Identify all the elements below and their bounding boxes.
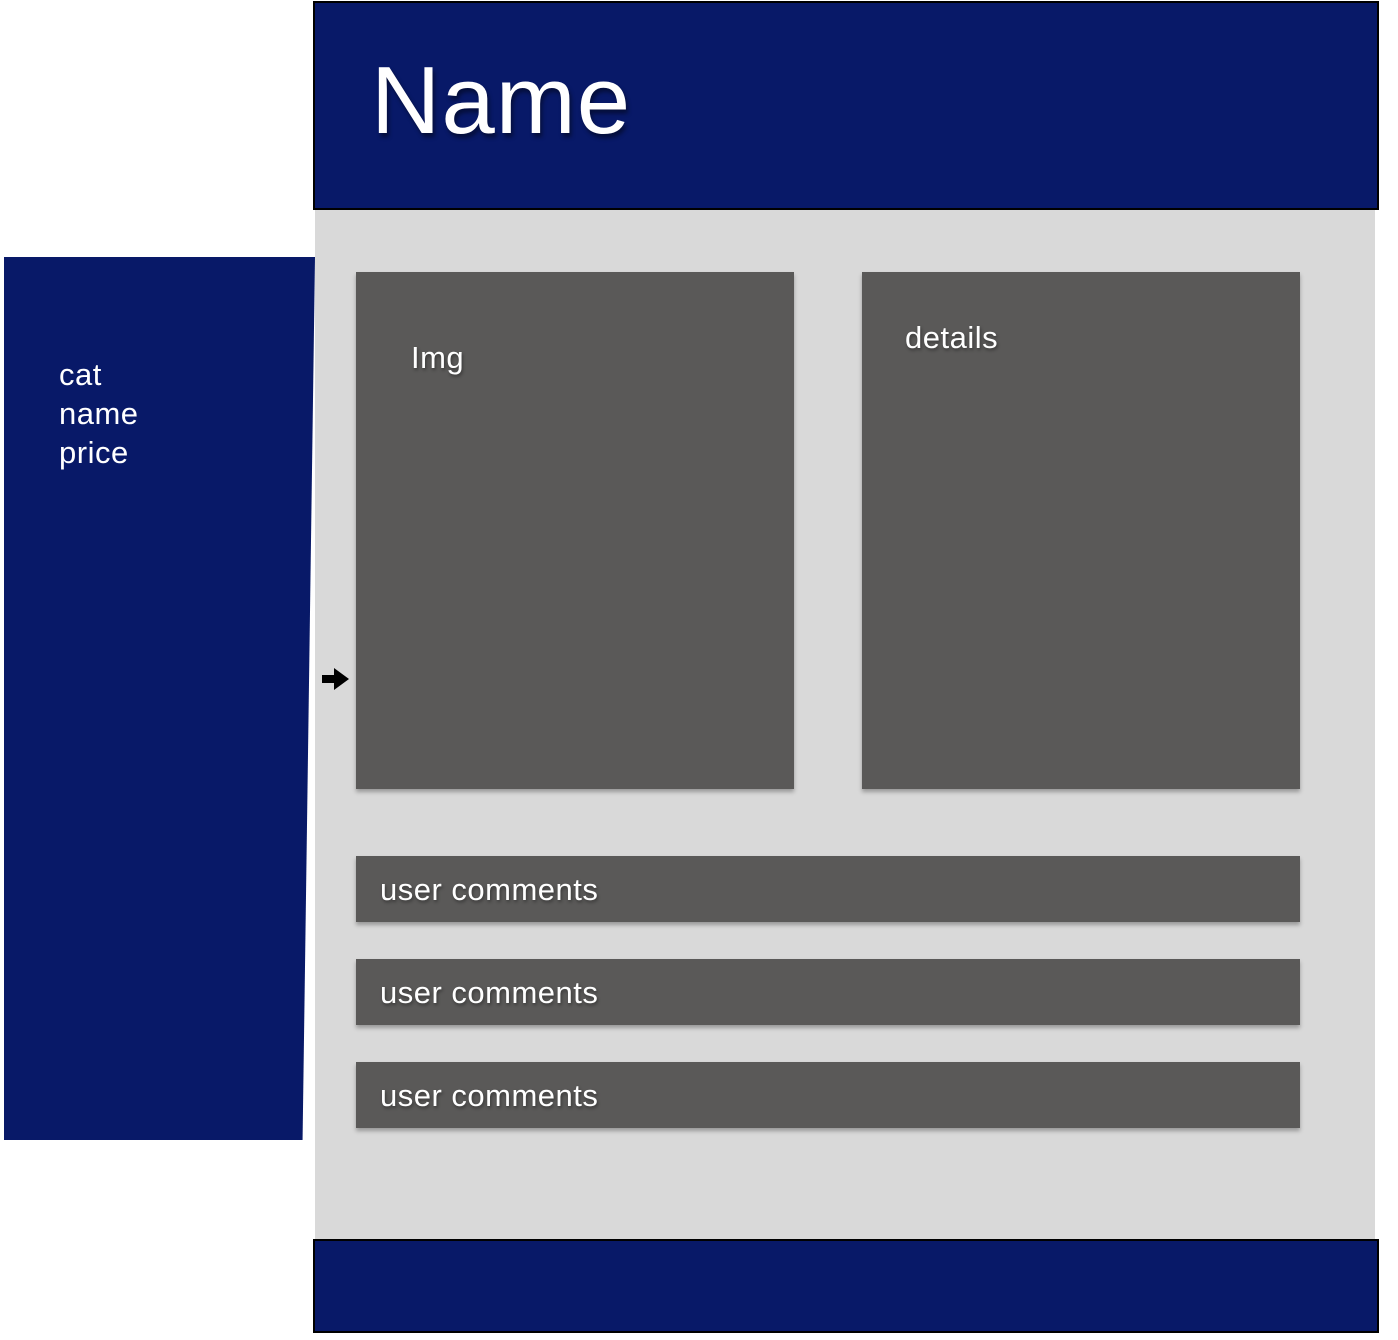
user-comment-text: user comments <box>380 975 599 1010</box>
sidebar-item-name[interactable]: name <box>59 396 139 431</box>
user-comment-text: user comments <box>380 872 599 907</box>
image-panel-label: Img <box>411 340 465 375</box>
sidebar-list: cat name price <box>59 355 139 472</box>
user-comment-text: user comments <box>380 1078 599 1113</box>
sidebar-item-price[interactable]: price <box>59 435 129 470</box>
image-panel[interactable]: Img <box>356 272 794 789</box>
details-panel-label: details <box>905 320 999 355</box>
sidebar-item-cat[interactable]: cat <box>59 357 102 392</box>
page-title: Name <box>371 47 632 154</box>
user-comment[interactable]: user comments <box>356 959 1300 1025</box>
details-panel: details <box>862 272 1300 789</box>
user-comment[interactable]: user comments <box>356 1062 1300 1128</box>
user-comment[interactable]: user comments <box>356 856 1300 922</box>
sidebar: cat name price <box>4 257 315 1140</box>
page-header: Name <box>313 1 1379 210</box>
arrow-right-icon <box>322 668 349 690</box>
page-footer <box>313 1239 1379 1333</box>
